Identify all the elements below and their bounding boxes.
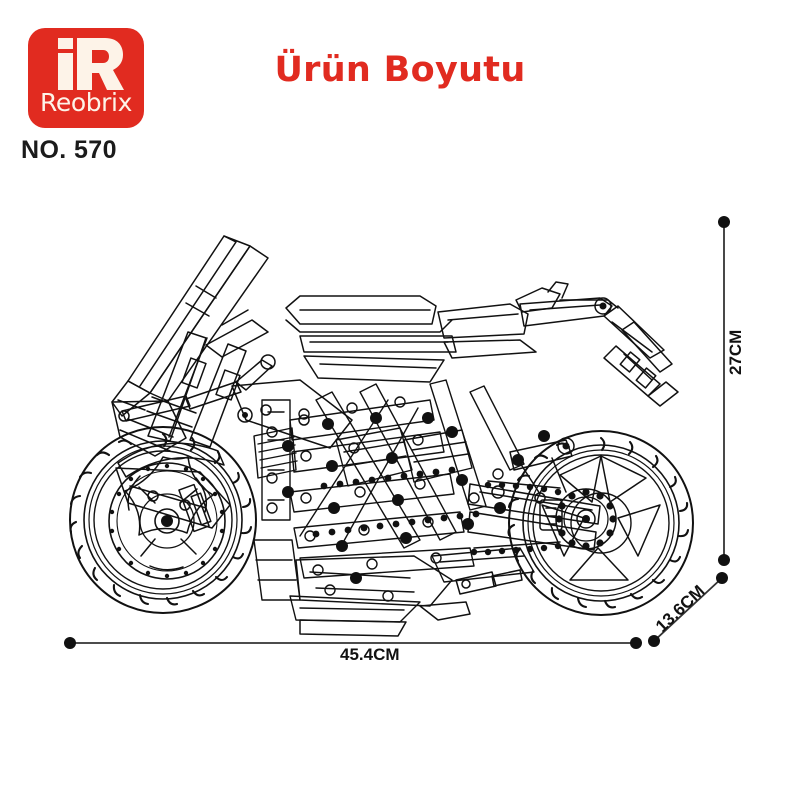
product-number: NO. 570 bbox=[21, 136, 117, 164]
fuel-tank-group bbox=[285, 295, 537, 383]
footpeg-group bbox=[455, 569, 523, 595]
reobrix-logo-icon: Reobrix bbox=[28, 28, 144, 128]
swingarm-group bbox=[467, 437, 601, 551]
lower-detail-group bbox=[299, 601, 471, 637]
front-fork-group bbox=[117, 309, 269, 533]
dimension-line-depth bbox=[648, 572, 728, 647]
dimension-lines bbox=[64, 216, 730, 649]
frame-engine-group bbox=[253, 379, 550, 623]
dimension-label-height: 27CM bbox=[726, 329, 745, 375]
handlebar-group bbox=[118, 354, 276, 422]
front-wheel-group bbox=[69, 426, 257, 614]
tail-section-group bbox=[515, 281, 679, 407]
rear-wheel-group bbox=[470, 430, 694, 616]
logo-ir-mark-icon bbox=[58, 38, 124, 90]
dimension-label-width: 45.4CM bbox=[340, 645, 400, 664]
dimension-line-height bbox=[718, 216, 730, 566]
windscreen-group bbox=[111, 235, 353, 529]
motorcycle-drawing bbox=[69, 235, 694, 637]
dimension-line-width bbox=[64, 637, 642, 649]
page-title: Ürün Boyutu bbox=[274, 50, 526, 90]
logo-wordmark: Reobrix bbox=[39, 88, 132, 117]
